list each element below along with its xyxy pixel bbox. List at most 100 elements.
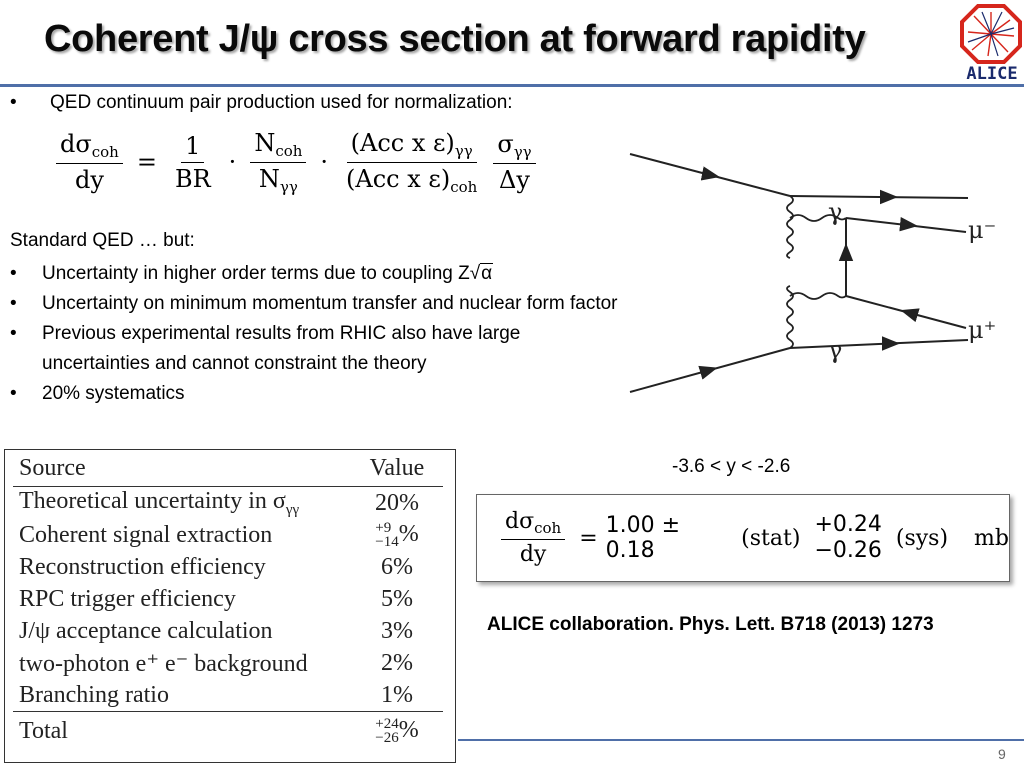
bullet-dot: •	[10, 263, 17, 284]
table-row: Theoretical uncertainty in σγγ 20%	[13, 487, 443, 520]
dot-operator: ·	[228, 148, 237, 176]
footer-divider	[458, 739, 1024, 741]
row-source: two-photon e⁺ e⁻ background	[19, 650, 308, 677]
list-item-text: Uncertainty on minimum momentum transfer…	[42, 293, 618, 314]
total-value-unit: %	[398, 716, 419, 743]
table-total-row: Total +24−26%	[13, 711, 443, 750]
logo-text: ALICE	[966, 64, 1018, 84]
row-value: 20%	[375, 489, 419, 516]
acc-denominator: (Acc x ε)	[346, 164, 451, 193]
table-header-row: Source Value	[13, 450, 443, 487]
count-fraction: Ncoh Nγγ	[250, 128, 307, 196]
row-source-sub: γγ	[285, 501, 300, 518]
count-numerator: N	[254, 128, 276, 157]
sigma-numerator: σ	[497, 130, 514, 158]
row-value: 1%	[381, 681, 413, 708]
sigma-denominator: Δy	[499, 166, 530, 194]
systematics-table: Source Value Theoretical uncertainty in …	[13, 450, 443, 750]
result-lhs-fraction: dσcoh dy	[501, 509, 566, 567]
lhs-numerator-sub: coh	[91, 143, 119, 161]
row-value: 5%	[381, 585, 413, 612]
bullet-dot: •	[10, 92, 17, 113]
list-item: • Uncertainty on minimum momentum transfe…	[10, 289, 630, 319]
title-divider	[0, 84, 1024, 87]
row-source: Theoretical uncertainty in σ	[19, 487, 286, 514]
bullet-dot: •	[10, 293, 17, 314]
result-unit: mb	[974, 525, 1009, 551]
row-value: 6%	[381, 553, 413, 580]
list-item: • Uncertainty in higher order terms due t…	[10, 259, 630, 289]
equals-sign: =	[136, 148, 157, 176]
result-sys-up: +0.24	[814, 512, 882, 537]
br-denominator: BR	[174, 164, 211, 193]
row-source: J/ψ acceptance calculation	[19, 617, 273, 644]
result-sys-label: (sys)	[895, 525, 949, 551]
sigma-fraction: σγγ Δy	[493, 130, 536, 194]
table-row: J/ψ acceptance calculation 3%	[13, 615, 443, 647]
uncertainty-list: • Uncertainty in higher order terms due t…	[10, 259, 630, 409]
muon-minus-label: μ⁻	[968, 216, 996, 244]
photon-label-top: γ	[828, 198, 842, 226]
header-source: Source	[13, 450, 351, 487]
lhs-numerator: dσ	[60, 130, 92, 158]
acc-denominator-sub: coh	[450, 177, 478, 196]
result-lhs-numerator: dσ	[505, 509, 535, 534]
row-value-unit: %	[398, 520, 419, 547]
count-denominator: N	[258, 164, 280, 193]
br-numerator: 1	[181, 132, 205, 163]
table-row: two-photon e⁺ e⁻ background 2%	[13, 647, 443, 679]
row-source: Coherent signal extraction	[19, 521, 273, 548]
acc-numerator: (Acc x ε)	[350, 128, 455, 157]
reference-citation: ALICE collaboration. Phys. Lett. B718 (2…	[487, 614, 934, 635]
list-item-text: 20% systematics	[42, 383, 185, 404]
photon-label-bottom: γ	[828, 336, 842, 364]
row-value: 2%	[381, 649, 413, 676]
result-central-value: 1.00 ± 0.18	[605, 513, 681, 563]
row-value: 3%	[381, 617, 413, 644]
result-stat-label: (stat)	[741, 525, 801, 551]
header-value: Value	[351, 450, 443, 487]
feynman-diagram: γ γ μ⁻ μ⁺	[629, 153, 996, 393]
intro-text: QED continuum pair production used for n…	[50, 92, 513, 113]
row-source: Branching ratio	[19, 681, 169, 708]
acc-numerator-sub: γγ	[454, 141, 473, 160]
table-row: Reconstruction efficiency 6%	[13, 551, 443, 583]
row-source: Reconstruction efficiency	[19, 553, 266, 580]
result-equation-box: dσcoh dy = 1.00 ± 0.18 (stat) +0.24 −0.2…	[476, 494, 1010, 582]
list-item-text: Uncertainty in higher order terms due to…	[42, 263, 470, 284]
total-source: Total	[13, 711, 351, 750]
result-sys-down: −0.26	[814, 538, 882, 563]
section-heading: Standard QED … but:	[10, 230, 195, 251]
total-value-up: +24	[375, 716, 399, 733]
sqrt-symbol: √	[469, 263, 481, 284]
count-numerator-sub: coh	[275, 141, 303, 160]
result-equals: =	[579, 525, 598, 551]
result-lhs-denominator: dy	[519, 542, 547, 567]
result-sys-stack: +0.24 −0.26	[814, 512, 881, 564]
list-item-text: Previous experimental results from RHIC …	[42, 323, 521, 374]
muon-plus-label: μ⁺	[968, 316, 996, 344]
table-row: RPC trigger efficiency 5%	[13, 583, 443, 615]
count-denominator-sub: γγ	[279, 177, 298, 196]
systematics-table-box: Source Value Theoretical uncertainty in …	[4, 449, 456, 763]
rapidity-range: -3.6 < y < -2.6	[672, 456, 791, 477]
list-item: • 20% systematics	[10, 379, 630, 409]
br-fraction: 1 BR	[171, 132, 215, 193]
normalization-equation: dσcoh dy = 1 BR · Ncoh Nγγ · (Acc x ε)γγ…	[50, 124, 542, 200]
sigma-numerator-sub: γγ	[513, 143, 532, 161]
row-source: RPC trigger efficiency	[19, 585, 236, 612]
table-row: Coherent signal extraction +9−14%	[13, 519, 443, 551]
total-value-down: −26	[375, 730, 399, 747]
list-item: • Previous experimental results from RHIC…	[10, 319, 630, 379]
bullet-dot: •	[10, 323, 17, 344]
lhs-fraction: dσcoh dy	[56, 130, 123, 194]
result-lhs-numerator-sub: coh	[534, 519, 562, 537]
alice-logo-icon	[960, 4, 1022, 64]
row-value-up: +9	[375, 520, 392, 537]
acceptance-fraction: (Acc x ε)γγ (Acc x ε)coh	[342, 129, 481, 196]
row-value-down: −14	[375, 534, 399, 551]
alpha-symbol: α	[480, 263, 494, 284]
bullet-dot: •	[10, 383, 17, 404]
dot-operator-2: ·	[320, 148, 329, 176]
slide-title: Coherent J/ψ cross section at forward ra…	[44, 18, 866, 60]
